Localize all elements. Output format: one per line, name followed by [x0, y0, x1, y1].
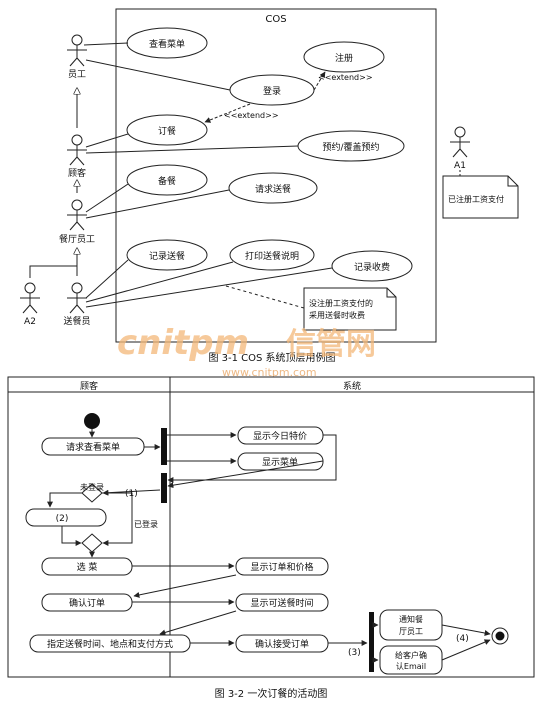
watermark-brand: cnitpm — [117, 323, 249, 363]
extend-top-label: <<extend>> — [318, 73, 373, 82]
act-email-line2: 认Email — [396, 661, 426, 671]
uc-print-delivery-label: 打印送餐说明 — [245, 250, 299, 262]
actor-restaurant-staff: 餐厅员工 — [59, 199, 95, 245]
guard-logged: 已登录 — [134, 519, 158, 529]
system-name: COS — [265, 14, 286, 25]
uc-request-delivery — [228, 172, 318, 204]
uc-prepare-label: 备餐 — [158, 175, 176, 187]
uc-record-delivery-label: 记录送餐 — [149, 250, 185, 262]
lane-system: 系统 — [343, 380, 361, 392]
act-blank-2-label: (2) — [56, 514, 69, 524]
actor-customer: 顾客 — [67, 134, 87, 179]
actor-a2-label: A2 — [24, 317, 36, 327]
actor-restaurant-staff-label: 餐厅员工 — [59, 233, 95, 245]
actor-staff: 员工 — [67, 34, 87, 80]
start-node — [84, 413, 100, 429]
note-bottom-anchor — [225, 285, 305, 309]
lane-customer: 顾客 — [80, 380, 98, 392]
extend-mid-label: <<extend>> — [224, 111, 279, 120]
act-show-delivery-time — [235, 593, 329, 612]
act-notify-line1: 通知餐 — [399, 614, 423, 624]
act-show-delivery-time-label: 显示可送餐时间 — [250, 597, 313, 609]
watermark: cnitpm 信管网 www.cnitpm.com — [117, 323, 376, 379]
uc-record-payment — [331, 250, 413, 282]
caption-fig-3-2: 图 3-2 一次订餐的活动图 — [215, 687, 328, 700]
act-request-menu-label: 请求查看菜单 — [66, 441, 120, 453]
watermark-url: www.cnitpm.com — [222, 366, 317, 379]
act-confirm-order-label: 确认订单 — [69, 597, 105, 609]
actor-a1: A1 — [450, 126, 470, 171]
label-3: (3) — [348, 648, 361, 658]
fork-bar — [161, 428, 167, 465]
join-bar — [161, 473, 167, 503]
fork-bar-final — [369, 612, 374, 672]
actor-deliverer: 送餐员 — [63, 282, 91, 327]
uc-record-payment-label: 记录收费 — [354, 261, 390, 273]
uc-request-delivery-label: 请求送餐 — [255, 183, 291, 195]
watermark-brand-cn: 信管网 — [286, 327, 376, 362]
note-bottom — [303, 287, 397, 331]
act-notify-line2: 厅员工 — [399, 627, 423, 636]
act-show-menu-label: 显示菜单 — [262, 456, 298, 468]
uc-order — [126, 114, 208, 146]
uc-prepare — [126, 164, 208, 196]
actor-deliverer-label: 送餐员 — [63, 315, 90, 327]
uc-register-label: 注册 — [335, 52, 353, 64]
uc-record-delivery — [126, 239, 208, 271]
note-a1 — [442, 175, 519, 219]
label-1: (1) — [125, 489, 138, 499]
act-email-line1: 给客户确 — [395, 650, 427, 660]
act-show-order-price-label: 显示订单和价格 — [250, 561, 313, 573]
act-specify-label: 指定送餐时间、地点和支付方式 — [47, 638, 173, 650]
extend-register-login — [313, 71, 326, 91]
caption-fig-3-1: 图 3-1 COS 系统顶层用例图 — [208, 351, 335, 364]
uc-print-delivery — [229, 239, 315, 271]
uc-view-menu-label: 查看菜单 — [149, 38, 185, 50]
extend-order-login — [204, 103, 251, 123]
actor-a1-label: A1 — [454, 161, 466, 171]
flows — [47, 432, 491, 663]
activity-diagram: 顾客 系统 请求查看菜单 显示今日特价 显示菜单 (2) 选 菜 显示订单和价格… — [7, 376, 535, 700]
uc-reserve-label: 预约/覆盖预约 — [322, 141, 379, 153]
uc-order-label: 订餐 — [158, 125, 176, 137]
generalization-a2 — [29, 265, 77, 278]
note-a1-text: 已注册工资支付 — [448, 194, 504, 204]
note-bottom-line2: 采用送餐时收费 — [309, 310, 365, 320]
label-4: (4) — [456, 634, 469, 644]
actor-a2: A2 — [20, 282, 40, 327]
uc-register — [303, 41, 385, 73]
uc-login-label: 登录 — [263, 86, 281, 97]
actor-staff-label: 员工 — [68, 69, 86, 80]
associations — [83, 42, 333, 308]
decision-login — [81, 483, 103, 503]
use-case-diagram: COS 员工 顾客 餐厅员工 — [20, 8, 519, 364]
act-blank-2 — [25, 508, 107, 527]
act-show-special-label: 显示今日特价 — [253, 430, 307, 442]
act-choose-dish-label: 选 菜 — [77, 561, 98, 573]
guard-not-logged: 未登录 — [80, 482, 104, 492]
act-confirm-accept-label: 确认接受订单 — [255, 638, 309, 650]
actor-customer-label: 顾客 — [68, 167, 86, 179]
note-bottom-line1: 没注册工资支付的 — [309, 298, 373, 308]
act-show-order-price — [235, 557, 329, 576]
